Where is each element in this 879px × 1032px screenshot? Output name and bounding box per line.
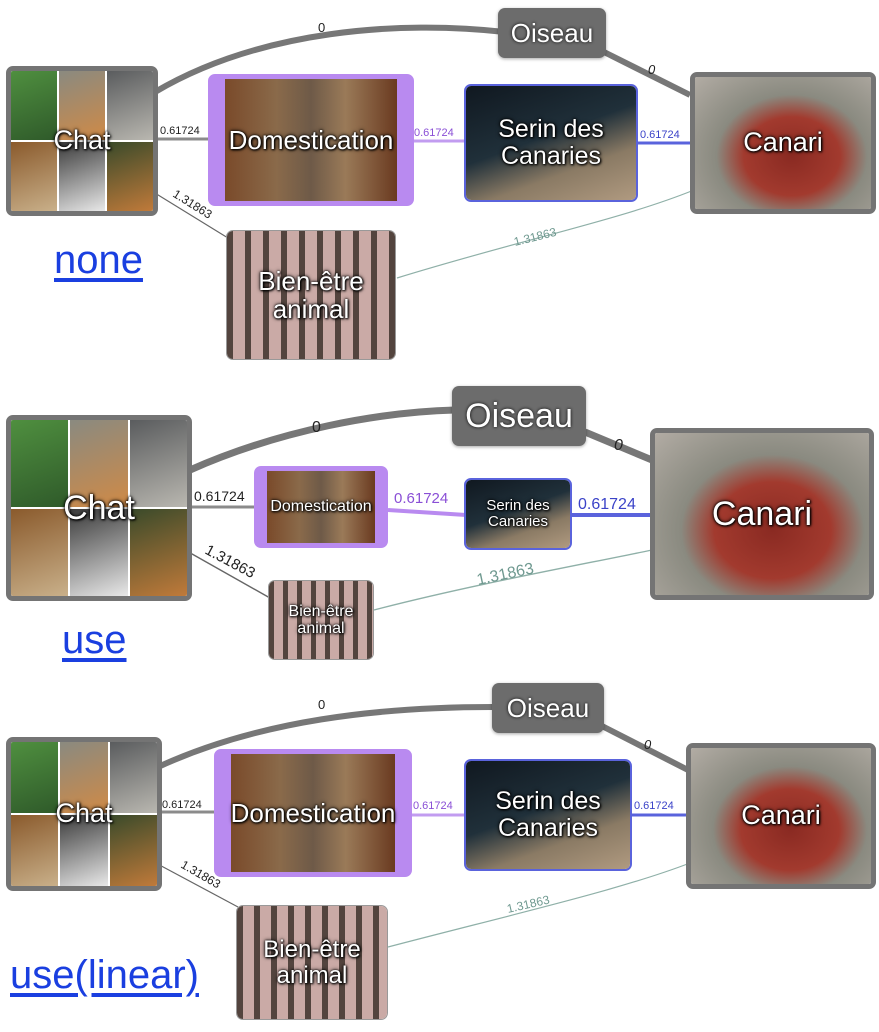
node-chat[interactable]: Chat bbox=[6, 415, 192, 601]
node-domestication-label: Domestication bbox=[228, 124, 394, 155]
edges-layer: 0 0 0.61724 0.61724 0.61724 1.31863 1.31… bbox=[149, 20, 695, 279]
node-oiseau-label: Oiseau bbox=[465, 396, 573, 435]
bienetre-image bbox=[269, 581, 373, 659]
node-bienetre[interactable]: Bien-être animal bbox=[226, 230, 396, 360]
cats-collage-image bbox=[11, 420, 187, 596]
node-oiseau-label: Oiseau bbox=[506, 692, 590, 723]
node-canari[interactable]: Canari bbox=[686, 743, 876, 889]
edge-label-chat-domestication: 0.61724 bbox=[162, 799, 202, 811]
edge-label-serin-canari: 0.61724 bbox=[634, 800, 674, 812]
node-oiseau[interactable]: Oiseau bbox=[498, 8, 606, 58]
domestication-image bbox=[225, 79, 397, 201]
node-domestication[interactable]: Domestication bbox=[208, 74, 414, 206]
node-canari-label: Canari bbox=[711, 494, 813, 533]
serin-image bbox=[466, 480, 570, 548]
node-serin-label: Serin des Canaries bbox=[495, 787, 601, 842]
node-domestication-label: Domestication bbox=[230, 797, 396, 828]
canari-image bbox=[691, 748, 871, 884]
edge-label-chat-domestication: 0.61724 bbox=[160, 125, 200, 137]
bienetre-image bbox=[237, 906, 387, 1019]
node-bienetre[interactable]: Bien-être animal bbox=[268, 580, 374, 660]
edge-label-oiseau-canari: 0 bbox=[648, 62, 656, 77]
node-serin[interactable]: Serin des Canaries bbox=[464, 478, 572, 550]
edge-chat-oiseau bbox=[153, 24, 506, 95]
node-chat[interactable]: Chat bbox=[6, 66, 158, 216]
node-bienetre[interactable]: Bien-être animal bbox=[236, 905, 388, 1020]
edges-layer: 0 0 0.61724 0.61724 0.61724 1.31863 1.31… bbox=[151, 697, 691, 948]
mode-link-none[interactable]: none bbox=[54, 238, 143, 282]
node-canari-label: Canari bbox=[741, 800, 821, 831]
edge-chat-bienetre bbox=[151, 860, 239, 908]
edge-label-bienetre-canari: 1.31863 bbox=[506, 892, 552, 915]
graph-panel-use: 0 0 0.61724 0.61724 0.61724 1.31863 1.31… bbox=[0, 370, 879, 675]
edge-oiseau-canari bbox=[598, 722, 690, 773]
cats-collage-image bbox=[11, 742, 157, 886]
node-domestication-label: Domestication bbox=[270, 498, 372, 516]
node-oiseau[interactable]: Oiseau bbox=[492, 683, 604, 733]
edge-label-domestication-serin: 0.61724 bbox=[394, 490, 448, 507]
node-chat-label: Chat bbox=[55, 798, 113, 829]
mode-link-use[interactable]: use bbox=[62, 618, 127, 662]
bienetre-image bbox=[227, 231, 395, 359]
node-bienetre-label: Bien-être animal bbox=[288, 602, 354, 637]
canari-image bbox=[695, 77, 871, 209]
edge-chat-oiseau bbox=[188, 406, 456, 474]
edges-layer: 0 0 0.61724 0.61724 0.61724 1.31863 1.31… bbox=[184, 406, 654, 611]
edge-label-domestication-serin: 0.61724 bbox=[414, 127, 454, 139]
cats-collage-image bbox=[11, 71, 153, 211]
edge-label-serin-canari: 0.61724 bbox=[640, 129, 680, 141]
graph-panel-none: 0 0 0.61724 0.61724 0.61724 1.31863 1.31… bbox=[0, 0, 879, 370]
canari-image bbox=[655, 433, 869, 595]
edge-chat-bienetre bbox=[149, 189, 229, 239]
edge-bienetre-canari bbox=[387, 862, 691, 948]
edge-bienetre-canari bbox=[373, 549, 653, 611]
node-domestication[interactable]: Domestication bbox=[254, 466, 388, 548]
edge-oiseau-canari bbox=[583, 428, 654, 464]
edge-label-chat-oiseau: 0 bbox=[318, 697, 325, 712]
node-serin[interactable]: Serin des Canaries bbox=[464, 759, 632, 871]
edge-label-bienetre-canari: 1.31863 bbox=[512, 225, 558, 249]
node-chat-label: Chat bbox=[53, 125, 111, 156]
graph-panel-use-linear: 0 0 0.61724 0.61724 0.61724 1.31863 1.31… bbox=[0, 675, 879, 1032]
domestication-image bbox=[231, 754, 395, 872]
edge-chat-bienetre bbox=[184, 549, 271, 599]
edge-domestication-serin bbox=[387, 508, 467, 517]
node-canari-label: Canari bbox=[743, 127, 823, 158]
edge-label-serin-canari: 0.61724 bbox=[578, 496, 636, 513]
edge-bienetre-canari bbox=[396, 189, 695, 279]
edge-oiseau-canari bbox=[598, 47, 692, 98]
serin-image bbox=[466, 761, 630, 869]
node-serin[interactable]: Serin des Canaries bbox=[464, 84, 638, 202]
node-oiseau-label: Oiseau bbox=[510, 17, 594, 48]
mode-link-use-linear[interactable]: use(linear) bbox=[10, 953, 199, 997]
node-canari[interactable]: Canari bbox=[650, 428, 874, 600]
edge-label-bienetre-canari: 1.31863 bbox=[475, 560, 535, 589]
node-serin-label: Serin des Canaries bbox=[486, 496, 550, 530]
edge-chat-oiseau bbox=[156, 704, 494, 770]
node-chat[interactable]: Chat bbox=[6, 737, 162, 891]
edge-label-chat-oiseau: 0 bbox=[318, 20, 325, 35]
node-chat-label: Chat bbox=[63, 488, 135, 527]
edge-label-chat-domestication: 0.61724 bbox=[194, 488, 245, 504]
node-serin-label: Serin des Canaries bbox=[498, 115, 604, 170]
domestication-image bbox=[267, 471, 375, 543]
node-canari[interactable]: Canari bbox=[690, 72, 876, 214]
node-domestication[interactable]: Domestication bbox=[214, 749, 412, 877]
node-bienetre-label: Bien-être animal bbox=[263, 935, 361, 989]
edge-label-domestication-serin: 0.61724 bbox=[413, 800, 453, 812]
edge-label-oiseau-canari: 0 bbox=[614, 437, 623, 454]
serin-image bbox=[466, 86, 636, 200]
edge-label-oiseau-canari: 0 bbox=[644, 737, 652, 752]
node-oiseau[interactable]: Oiseau bbox=[452, 386, 586, 446]
node-bienetre-label: Bien-être animal bbox=[258, 265, 364, 324]
edge-label-chat-oiseau: 0 bbox=[312, 419, 321, 436]
